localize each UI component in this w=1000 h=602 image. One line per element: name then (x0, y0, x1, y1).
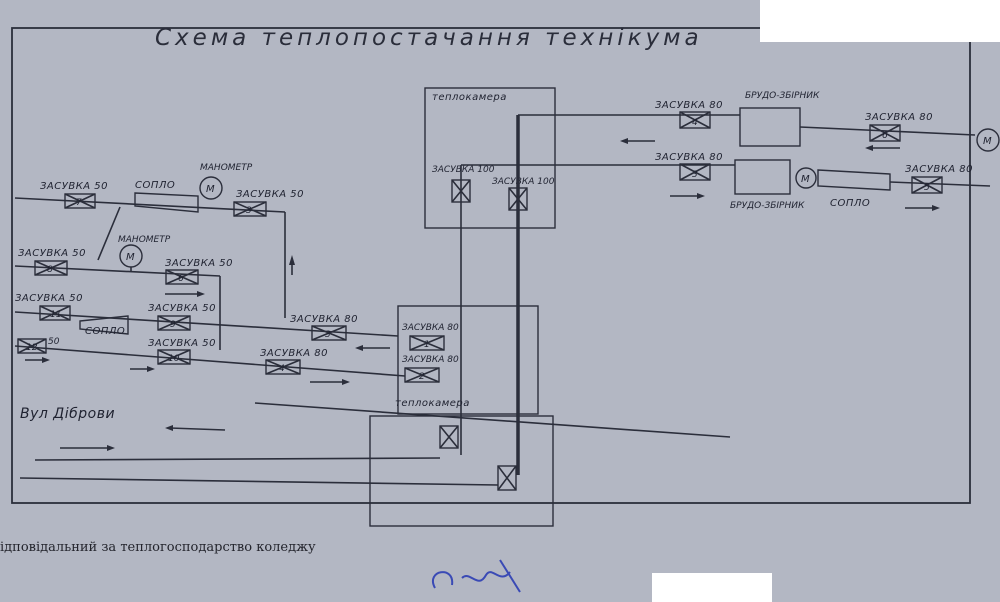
valve-7 (64, 193, 96, 209)
valve-3b-label: ЗАСУВКА 80 (290, 314, 358, 325)
nozzle-2-label: СОПЛО (85, 326, 125, 337)
valve-7-label: ЗАСУВКА 50 (40, 181, 108, 192)
pipe-left-top (14, 197, 286, 213)
flow-arrows-left (25, 345, 390, 385)
pump-motor-icon (795, 167, 817, 189)
valve-4-label: ЗАСУВКА 80 (260, 348, 328, 359)
street-pipe-upper (254, 402, 731, 438)
valve-r3-label: ЗАСУВКА 80 (655, 152, 723, 163)
middle-heat-chamber (397, 305, 539, 415)
valve-10-number: 10 (168, 354, 180, 364)
mud-collector-2-label: БРУДО-ЗБІРНИК (730, 201, 805, 211)
flow-arrow-up (289, 255, 295, 265)
valve-11-label: ЗАСУВКА 50 (15, 293, 83, 304)
valve-3a-label: ЗАСУВКА 50 (236, 189, 304, 200)
nozzle-right (817, 169, 891, 191)
valve-3b-number: 3 (325, 330, 331, 340)
footer-responsible-text: ідповідальний за теплогосподарство колед… (0, 540, 316, 555)
valve-9 (157, 315, 191, 331)
bottom-chamber (369, 415, 554, 527)
valve-11-number: 11 (50, 310, 61, 320)
valve-12-number: 12 (26, 343, 38, 353)
pump-motor-symbol: M (801, 174, 810, 185)
flow-arrows-right (620, 138, 940, 211)
valve-1-label: ЗАСУВКА 80 (402, 323, 459, 333)
valve-10-label: ЗАСУВКА 50 (148, 338, 216, 349)
manometer-1-icon (199, 176, 223, 200)
manometer-1-symbol: M (206, 184, 215, 195)
valve-r3-number: 3 (692, 170, 698, 180)
valve-1-number: 1 (424, 340, 430, 350)
valve-r5-number: 5 (924, 183, 930, 193)
valve-8 (34, 260, 68, 276)
valve-8-number: 8 (47, 265, 53, 275)
valve-6-number: 6 (178, 274, 184, 284)
bypass-pipe (97, 206, 121, 261)
valve-2-label: ЗАСУВКА 80 (402, 355, 459, 365)
valve-4 (265, 359, 301, 375)
valve-6 (165, 269, 199, 285)
valve-r5 (911, 176, 943, 194)
valve-4-number: 4 (279, 364, 285, 374)
nozzle-1 (134, 192, 199, 213)
upper-chamber-label: теплокамера (432, 92, 507, 103)
nozzle-right-label: СОПЛО (830, 198, 870, 209)
mud-collector-2 (734, 159, 791, 195)
flow-arrows-street (60, 425, 226, 451)
valve-r4-label: ЗАСУВКА 80 (655, 100, 723, 111)
upper-chamber-valve-2-label: ЗАСУВКА 100 (492, 177, 555, 187)
valve-10 (157, 349, 191, 365)
street-label: Вул Діброви (20, 406, 115, 422)
valve-3a-number: 3 (246, 206, 252, 216)
manometer-right-symbol: M (983, 136, 992, 147)
manometer-right-icon (976, 128, 1000, 152)
drawing-frame (11, 27, 971, 504)
valve-8-label: ЗАСУВКА 50 (18, 248, 86, 259)
valve-2-number: 2 (419, 372, 425, 382)
pipe-left-row4 (14, 345, 406, 377)
manometer-1-label: МАНОМЕТР (200, 163, 253, 173)
manometer-2-label: МАНОМЕТР (118, 235, 171, 245)
valve-12-label: 50 (48, 337, 60, 347)
bottom-valve-2 (497, 465, 517, 491)
upper-heat-chamber (424, 87, 556, 229)
upper-chamber-valve-1-label: ЗАСУВКА 100 (432, 165, 495, 175)
street-pipe-lower (34, 457, 441, 461)
flow-arrow-left-row2-head (197, 291, 205, 297)
lower-chamber-label: теплокамера (395, 398, 470, 409)
nozzle-1-label: СОПЛО (135, 180, 175, 191)
valve-1 (409, 335, 445, 351)
valve-r6-number: 6 (882, 131, 888, 141)
valve-3a (233, 201, 267, 217)
valve-r6-label: ЗАСУВКА 80 (865, 112, 933, 123)
mud-collector-1-label: БРУДО-ЗБІРНИК (745, 91, 820, 101)
diagram-title: Схема теплопостачання технікума (155, 25, 703, 51)
manometer-2-symbol: M (126, 252, 135, 263)
pipe-left-row3 (14, 311, 399, 337)
valve-r3 (679, 163, 711, 181)
pipe-right-bottom (889, 181, 991, 187)
valve-9-number: 9 (170, 320, 176, 330)
bottom-valve-1 (439, 425, 459, 449)
street-pipe-bottom (19, 477, 499, 486)
valve-12 (17, 338, 47, 354)
valve-9-label: ЗАСУВКА 50 (148, 303, 216, 314)
valve-11 (39, 305, 71, 321)
valve-7-number: 7 (76, 198, 82, 208)
white-corner-top (760, 0, 1000, 42)
valve-r5-label: ЗАСУВКА 80 (905, 164, 973, 175)
valve-2 (404, 367, 440, 383)
white-corner-bottom (652, 573, 772, 602)
nozzle-2 (79, 315, 129, 335)
valve-6-label: ЗАСУВКА 50 (165, 258, 233, 269)
valve-r6 (869, 124, 901, 142)
signature (432, 559, 521, 593)
valve-r4 (679, 111, 711, 129)
valve-r4-number: 4 (692, 118, 698, 128)
valve-3b (311, 325, 347, 341)
